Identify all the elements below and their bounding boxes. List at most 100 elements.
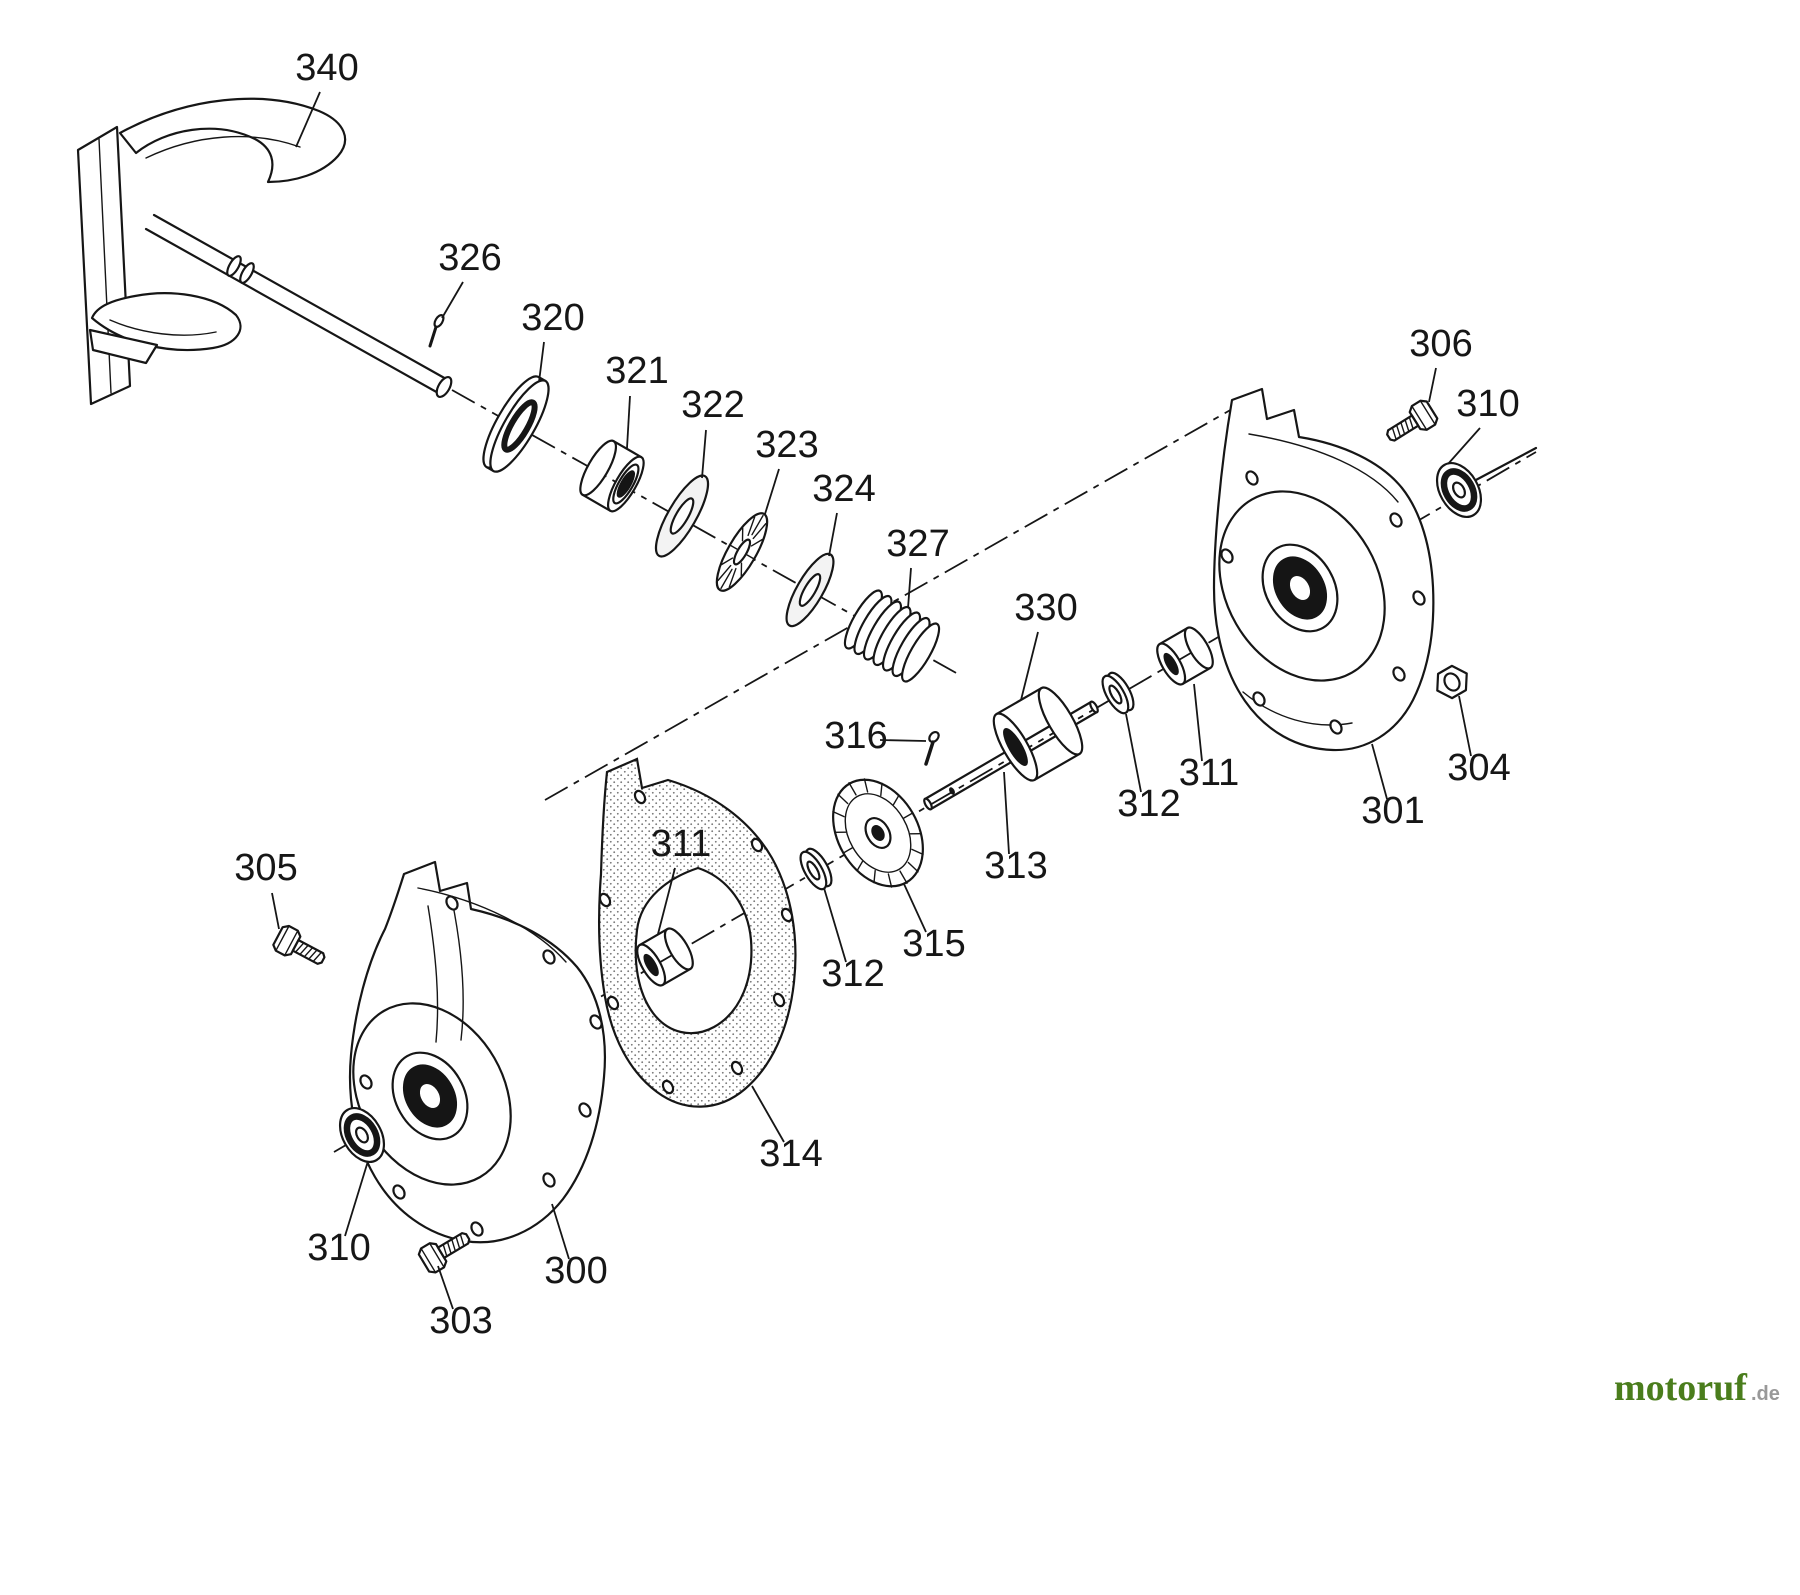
leader-line <box>1125 713 1142 793</box>
part-number-label: 314 <box>759 1133 822 1175</box>
part-number-label: 310 <box>1456 383 1519 425</box>
callout-301: 301 <box>1361 743 1425 832</box>
part-number-label: 327 <box>886 523 949 565</box>
callout-314: 314 <box>751 1085 823 1175</box>
part-number-label: 306 <box>1409 323 1472 365</box>
gasket-314 <box>598 757 797 1108</box>
bushing-321 <box>579 439 645 513</box>
part-number-label: 303 <box>429 1300 492 1342</box>
callout-311-left: 311 <box>651 823 711 935</box>
part-number-label: 324 <box>812 468 875 510</box>
part-number-label: 323 <box>755 424 818 466</box>
leader-line <box>1371 743 1388 800</box>
part-number-label: 322 <box>681 384 744 426</box>
nut-304 <box>1436 664 1468 700</box>
callout-320: 320 <box>521 297 585 383</box>
gear-housing-left-300 <box>348 860 606 1244</box>
callout-303: 303 <box>429 1265 493 1342</box>
leader-line <box>295 91 321 148</box>
gear-housing-right-301 <box>1212 387 1435 752</box>
leader-line <box>903 883 927 933</box>
spacer-311-left <box>636 927 694 987</box>
callout-304: 304 <box>1447 695 1511 789</box>
callout-324: 324 <box>812 468 876 557</box>
bolt-306 <box>1380 397 1441 450</box>
leader-line <box>441 281 464 319</box>
part-number-label: 321 <box>605 350 668 392</box>
callout-326: 326 <box>438 237 502 319</box>
callout-316: 316 <box>824 715 927 757</box>
pin-316 <box>924 730 940 766</box>
leader-line <box>538 341 545 383</box>
housing-300-bolt-holes <box>359 895 603 1237</box>
part-number-label: 312 <box>1117 783 1180 825</box>
leader-line <box>879 739 927 742</box>
callout-323: 323 <box>755 424 819 515</box>
callout-306: 306 <box>1409 323 1473 403</box>
bearing-310-right <box>1435 462 1483 518</box>
callout-310-right: 310 <box>1447 383 1520 465</box>
watermark-logo: motoruf .de <box>1614 1367 1780 1409</box>
part-number-label: 315 <box>902 923 965 965</box>
axis-stub-line <box>1472 446 1538 483</box>
auger-end-plate <box>76 125 132 406</box>
pin-326 <box>428 314 445 348</box>
spacer-311-right <box>1156 626 1214 686</box>
leader-line <box>823 887 847 963</box>
worm-gear-327 <box>843 589 941 683</box>
leader-line <box>1193 683 1203 762</box>
gear-315 <box>832 778 924 888</box>
callout-311-right: 311 <box>1179 683 1240 794</box>
part-number-label: 313 <box>984 845 1047 887</box>
auger-blade-upper <box>118 97 347 184</box>
part-number-label: 316 <box>824 715 887 757</box>
leader-line <box>1003 771 1010 855</box>
leader-line <box>1447 427 1481 465</box>
callout-322: 322 <box>681 384 745 479</box>
washer-322 <box>654 474 710 558</box>
part-number-label: 301 <box>1361 790 1424 832</box>
callout-315: 315 <box>902 883 966 965</box>
callout-300: 300 <box>544 1203 608 1292</box>
leader-line <box>701 429 707 479</box>
seal-washer-320 <box>482 375 550 473</box>
watermark-suffix: .de <box>1751 1383 1780 1405</box>
callout-313: 313 <box>984 771 1048 887</box>
part-number-label: 304 <box>1447 747 1510 789</box>
leader-line <box>1458 695 1472 757</box>
auger-shaft <box>144 213 453 399</box>
callout-312-left: 312 <box>821 887 885 995</box>
callout-330: 330 <box>1014 587 1078 701</box>
callout-312-right: 312 <box>1117 713 1181 825</box>
housing-301-boss <box>1218 490 1386 682</box>
leader-line <box>437 1265 454 1310</box>
part-number-label: 305 <box>234 847 297 889</box>
lock-washer-323 <box>715 512 769 592</box>
leader-line <box>551 1203 570 1260</box>
bearing-310-left <box>338 1107 386 1163</box>
part-number-label: 311 <box>1179 752 1240 794</box>
leader-line <box>751 1085 785 1143</box>
housing-301-bolt-holes <box>1220 470 1426 735</box>
washer-312-right <box>1101 671 1135 715</box>
leader-line <box>764 468 780 515</box>
part-number-label: 310 <box>307 1227 370 1269</box>
leader-line <box>907 567 912 609</box>
callout-310-left: 310 <box>307 1160 371 1269</box>
washer-324 <box>785 552 835 628</box>
leader-line <box>344 1160 369 1237</box>
callout-321: 321 <box>605 350 669 449</box>
bolt-305 <box>270 922 331 974</box>
spacer-330 <box>992 686 1084 782</box>
part-number-label: 326 <box>438 237 501 279</box>
centerline-worm-axis <box>544 399 1249 801</box>
callout-305: 305 <box>234 847 298 930</box>
leader-line <box>626 395 631 449</box>
leader-line <box>1020 631 1039 701</box>
leader-line <box>1428 367 1437 403</box>
leader-line <box>828 512 838 557</box>
gasket-314-holes <box>598 789 794 1095</box>
housing-300-hub-bore <box>391 1051 469 1141</box>
callout-340: 340 <box>295 47 359 148</box>
